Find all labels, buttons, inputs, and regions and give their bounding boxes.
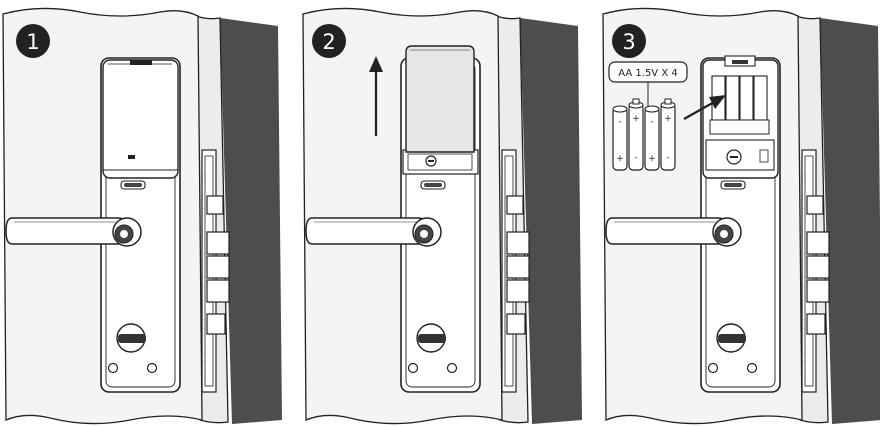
aa-battery: + - <box>629 99 643 170</box>
battery-compartment <box>703 56 778 178</box>
panel-step-3: AA 1.5V X 4 - + + - - + <box>603 8 880 424</box>
svg-text:1: 1 <box>26 30 39 54</box>
step-2-badge: 2 <box>312 24 346 58</box>
svg-text:+: + <box>664 114 672 124</box>
svg-text:2: 2 <box>322 30 335 54</box>
svg-text:+: + <box>648 154 656 164</box>
svg-text:-: - <box>650 117 653 127</box>
step-3-badge: 3 <box>612 24 646 58</box>
closed-battery-cover <box>103 60 178 178</box>
step-1-badge: 1 <box>16 24 50 58</box>
aa-battery: + - <box>661 99 675 170</box>
aa-battery: - + <box>613 106 627 170</box>
panel-step-2: 2 <box>303 8 582 424</box>
sliding-battery-cover <box>406 46 474 152</box>
svg-text:+: + <box>632 114 640 124</box>
svg-text:3: 3 <box>622 30 635 54</box>
svg-text:AA 1.5V X 4: AA 1.5V X 4 <box>618 68 677 79</box>
svg-text:-: - <box>666 153 669 163</box>
panel-step-1: 1 <box>3 8 282 424</box>
svg-text:-: - <box>634 153 637 163</box>
svg-text:+: + <box>616 154 624 164</box>
svg-text:-: - <box>618 117 621 127</box>
aa-battery: - + <box>645 106 659 170</box>
